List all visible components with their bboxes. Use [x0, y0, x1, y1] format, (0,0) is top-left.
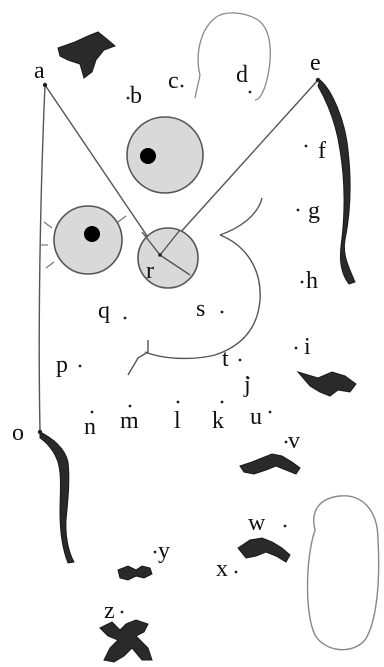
cell-notch	[128, 340, 148, 375]
label-x: x	[216, 556, 228, 582]
specimen-y	[118, 566, 152, 580]
label-p: p	[56, 352, 68, 378]
outline-top	[195, 13, 270, 100]
spur-top-right	[220, 198, 262, 235]
label-v: v	[288, 428, 300, 454]
label-z: z	[104, 598, 115, 624]
label-c: c	[168, 68, 179, 94]
label-h: h	[306, 268, 318, 294]
label-l: l	[174, 408, 181, 434]
label-f: f	[318, 138, 326, 164]
label-o: o	[12, 420, 24, 446]
label-d: d	[236, 62, 248, 88]
label-y: y	[158, 538, 170, 564]
label-m: m	[120, 408, 139, 434]
specimen-i	[298, 372, 356, 396]
label-j: j	[243, 372, 251, 398]
label-e: e	[310, 50, 321, 76]
specimen-top	[58, 32, 115, 78]
label-n: n	[84, 414, 96, 440]
specimen-right-strip	[318, 80, 355, 284]
label-w: w	[248, 510, 266, 536]
disc-upper	[127, 117, 203, 193]
label-s: s	[196, 296, 205, 322]
label-q: q	[98, 298, 110, 324]
specimen-z	[100, 620, 152, 662]
outline-bottom-right	[308, 496, 379, 650]
line-a-o	[39, 85, 45, 430]
specimen-x	[238, 538, 290, 562]
label-a: a	[34, 58, 45, 84]
label-u: u	[250, 404, 262, 430]
disc-upper-nucleus	[140, 148, 156, 164]
label-k: k	[212, 408, 224, 434]
label-r: r	[146, 258, 154, 284]
disc-left-nucleus	[84, 226, 100, 242]
label-b: b	[130, 83, 142, 109]
disc-left	[54, 206, 122, 274]
label-t: t	[222, 346, 229, 372]
label-i: i	[304, 334, 311, 360]
specimen-left-strip	[40, 432, 74, 563]
specimen-v	[240, 454, 300, 474]
label-g: g	[308, 198, 320, 224]
